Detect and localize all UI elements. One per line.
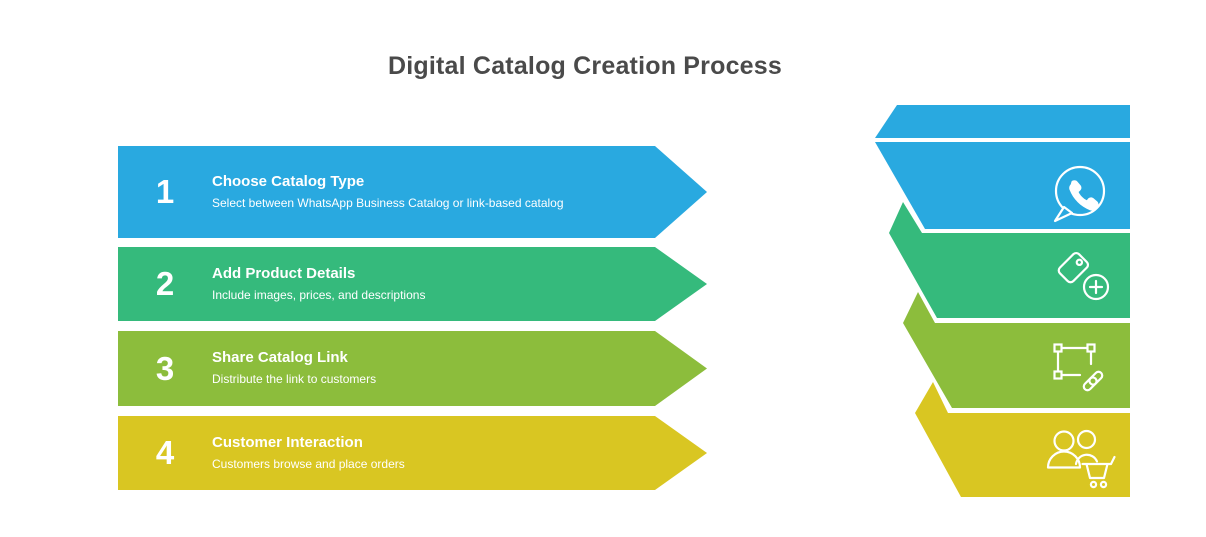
step-description: Select between WhatsApp Business Catalog… [212,195,564,210]
step-text-block: Choose Catalog Type Select between Whats… [212,173,707,212]
step-title: Share Catalog Link [212,349,348,367]
step-description: Distribute the link to customers [212,372,377,387]
step-row-4: 4 Customer Interaction Customers browse … [118,416,707,490]
step-title: Add Product Details [212,264,356,282]
step-number: 1 [155,173,175,210]
ribbon-band-3 [903,292,1130,408]
whatsapp-icon [1053,165,1106,223]
step-row-2: 2 Add Product Details Include images, pr… [118,247,707,321]
step-number: 3 [155,349,175,387]
step-description: Customers browse and place orders [212,456,405,471]
step-number: 2 [155,265,175,302]
step-text-block: Customer Interaction Customers browse an… [212,434,707,473]
page-title: Digital Catalog Creation Process [388,52,782,80]
step-description: Include images, prices, and descriptions [212,287,426,302]
add-product-tag-icon [1057,251,1110,301]
step-text-block: Add Product Details Include images, pric… [212,265,707,304]
ribbon-band-2 [889,202,1130,318]
ribbon-band-1 [875,142,1130,229]
step-row-1: 1 Choose Catalog Type Select between Wha… [118,146,707,238]
step-title: Choose Catalog Type [212,172,365,190]
process-ribbon-graphic [875,105,1130,497]
step-number: 4 [155,434,175,471]
step-text-block: Share Catalog Link Distribute the link t… [212,349,707,388]
step-title: Customer Interaction [212,433,363,451]
ribbon-top-fold [875,105,1130,138]
steps-list: 1 Choose Catalog Type Select between Wha… [118,146,707,490]
step-row-3: 3 Share Catalog Link Distribute the link… [118,331,707,406]
customers-cart-icon [1046,429,1116,489]
